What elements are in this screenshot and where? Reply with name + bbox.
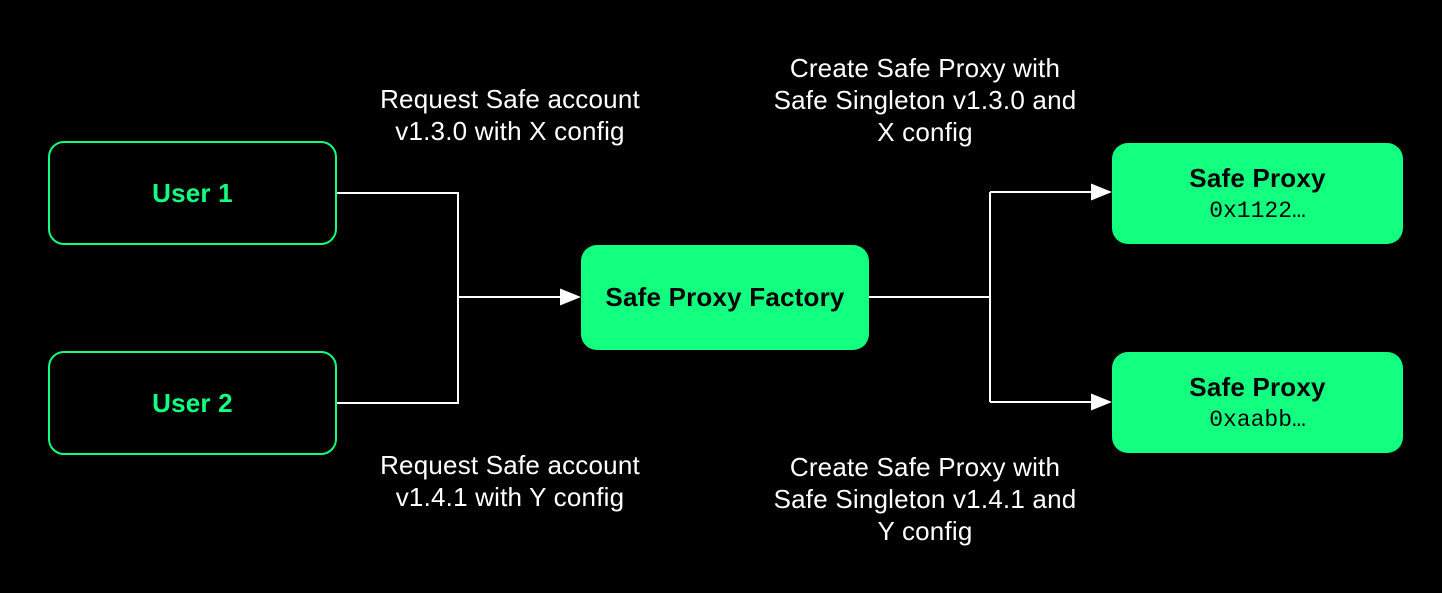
node-safe-proxy-2-title: Safe Proxy [1189,372,1326,402]
annotation-request-v141-line1: Request Safe account [380,450,640,480]
annotation-create-v141: Create Safe Proxy with Safe Singleton v1… [745,451,1105,547]
annotation-create-v130: Create Safe Proxy with Safe Singleton v1… [745,52,1105,148]
annotation-request-v141: Request Safe account v1.4.1 with Y confi… [330,449,690,513]
annotation-create-v141-line1: Create Safe Proxy with [789,452,1061,482]
node-safe-proxy-1-title: Safe Proxy [1189,163,1326,193]
node-safe-proxy-2-address: 0xaabb… [1209,407,1306,433]
annotation-request-v130: Request Safe account v1.3.0 with X confi… [330,83,690,147]
node-user-1: User 1 [48,141,337,245]
node-user-1-label: User 1 [152,177,233,208]
node-user-2: User 2 [48,351,337,455]
annotation-create-v141-line3: Y config [877,516,973,546]
annotation-request-v141-line2: v1.4.1 with Y config [395,482,625,512]
node-safe-proxy-2: Safe Proxy 0xaabb… [1112,352,1403,453]
annotation-create-v141-line2: Safe Singleton v1.4.1 and [773,484,1077,514]
node-safe-proxy-factory-label: Safe Proxy Factory [605,282,845,312]
node-safe-proxy-1: Safe Proxy 0x1122… [1112,143,1403,244]
annotation-request-v130-line1: Request Safe account [380,84,640,114]
annotation-request-v130-line2: v1.3.0 with X config [395,116,625,146]
node-user-2-label: User 2 [152,387,233,418]
annotation-create-v130-line3: X config [877,117,973,147]
node-safe-proxy-factory: Safe Proxy Factory [581,245,869,350]
annotation-create-v130-line1: Create Safe Proxy with [789,53,1061,83]
node-safe-proxy-1-address: 0x1122… [1209,198,1306,224]
annotation-create-v130-line2: Safe Singleton v1.3.0 and [773,85,1077,115]
